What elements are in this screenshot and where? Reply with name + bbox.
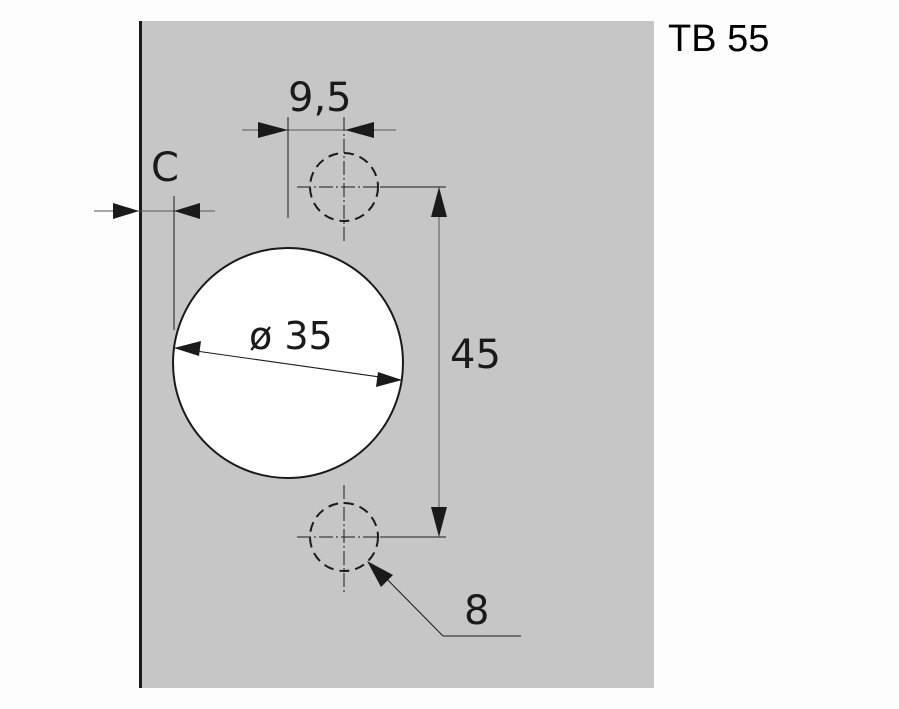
screw-hole-diameter-leader: 8 <box>367 561 521 637</box>
bottom-screw-hole <box>297 485 446 592</box>
cup-diameter-label: ø 35 <box>249 314 333 358</box>
screw-hole-diameter-label: 8 <box>464 588 489 634</box>
model-title: TB 55 <box>668 18 770 60</box>
screw-offset-dimension: 9,5 <box>242 75 396 218</box>
cup-bore: ø 35 <box>172 247 404 479</box>
screw-offset-label: 9,5 <box>288 75 352 121</box>
top-screw-hole <box>297 117 446 241</box>
screw-spacing-label: 45 <box>450 332 501 378</box>
edge-distance-label: C <box>151 145 179 191</box>
edge-distance-dimension: C <box>94 145 215 330</box>
screw-spacing-dimension: 45 <box>431 187 501 537</box>
